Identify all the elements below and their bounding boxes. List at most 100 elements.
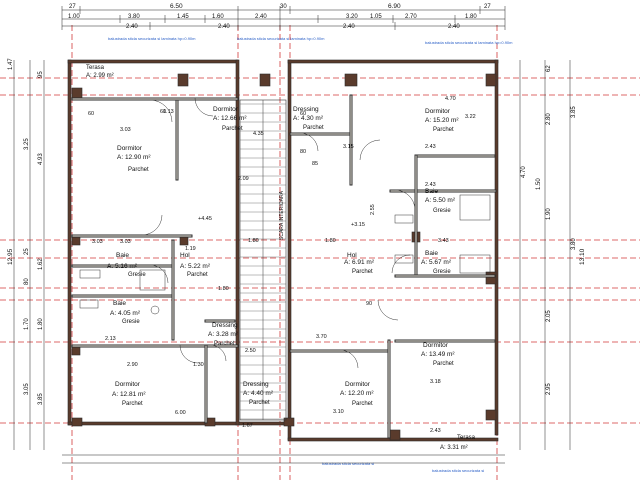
dim-right-2: 3.85 bbox=[571, 106, 577, 118]
room-name: Dormitor bbox=[425, 108, 451, 115]
inner-dim: 60 bbox=[300, 111, 306, 117]
room-area: A: 2.99 m² bbox=[86, 73, 114, 79]
dim-top-2: 6.50 bbox=[170, 3, 183, 10]
room-area: A: 5.22 m² bbox=[180, 263, 211, 270]
dim-row2-5: 2.40 bbox=[255, 14, 267, 20]
stair-label: SCARA INTERIOARA bbox=[279, 190, 285, 240]
dim-row2-3: 1.45 bbox=[177, 14, 189, 20]
room-dormitor-6: Dormitor A: 12.20 m² Parchet bbox=[340, 381, 374, 407]
inner-dim: 3.03 bbox=[92, 239, 103, 245]
room-labels: Terasa A: 2.99 m² Dormitor A: 12.66 m² P… bbox=[86, 65, 476, 451]
note-top-left: balustrada sticla securizata si laminata… bbox=[108, 36, 196, 41]
bottom-dimensions bbox=[62, 454, 505, 464]
room-name: Terasa bbox=[86, 65, 105, 71]
inner-dim: 2.43 bbox=[425, 144, 436, 150]
dim-top-3: 30 bbox=[280, 4, 287, 10]
dim-row3-4: 2.40 bbox=[448, 24, 460, 30]
inner-dim: 1.19 bbox=[185, 246, 196, 252]
inner-dim: 4.70 bbox=[445, 96, 456, 102]
room-dormitor-4: Dormitor A: 13.49 m² Parchet bbox=[421, 342, 455, 367]
dim-top-5: 27 bbox=[484, 4, 491, 10]
inner-dim: 1.80 bbox=[248, 238, 259, 244]
dim-left-1: 1.47 bbox=[8, 58, 14, 70]
dim-right-10: 2.95 bbox=[546, 383, 552, 395]
dim-left-3: 3.25 bbox=[24, 138, 30, 150]
room-area: A: 12.66 m² bbox=[213, 115, 247, 122]
room-name: Hol bbox=[180, 252, 190, 259]
room-dormitor-5: Dormitor A: 12.81 m² Parchet bbox=[112, 381, 146, 407]
note-bottom-right: balustrada sticla securizata si bbox=[432, 468, 484, 473]
room-name: Hol bbox=[347, 252, 357, 259]
room-name: Dressing bbox=[293, 106, 319, 113]
room-floor: Gresie bbox=[128, 272, 146, 278]
dim-left-7: 1.62 bbox=[38, 258, 44, 270]
room-floor: Parchet bbox=[303, 125, 324, 131]
inner-dim: +4.45 bbox=[198, 216, 212, 222]
dim-right-5: 1.50 bbox=[536, 178, 542, 190]
room-floor: Parchet bbox=[128, 167, 149, 173]
inner-dim: 3.22 bbox=[465, 114, 476, 120]
room-dressing-1: Dressing A: 4.30 m² Parchet bbox=[293, 106, 324, 131]
dim-left-5: 12.95 bbox=[7, 248, 14, 265]
room-dormitor-3: Dormitor A: 15.20 m² Parchet bbox=[425, 108, 459, 133]
doors bbox=[141, 97, 416, 369]
room-floor: Gresie bbox=[433, 269, 451, 275]
room-terasa-top: Terasa A: 2.99 m² bbox=[86, 65, 114, 79]
note-top-right: balustrada sticla securizata si laminata… bbox=[425, 40, 513, 45]
left-dimensions: 1.47 95 3.25 4.93 12.95 25 1.62 80 1.80 … bbox=[7, 58, 45, 450]
inner-dim: 3.43 bbox=[438, 238, 449, 244]
dim-right-1: 62 bbox=[546, 65, 552, 72]
inner-dim: 90 bbox=[366, 301, 372, 307]
dim-left-2: 95 bbox=[38, 71, 44, 78]
dim-left-9: 1.80 bbox=[38, 318, 44, 330]
inner-dim: 1.30 bbox=[193, 362, 204, 368]
notes: balustrada sticla securizata si laminata… bbox=[108, 36, 513, 473]
room-name: Terasa bbox=[457, 435, 476, 441]
dim-right-3: 2.80 bbox=[546, 113, 552, 125]
room-baie-3: Baie A: 5.67 m² Gresie bbox=[421, 250, 452, 275]
dim-row3-3: 2.40 bbox=[343, 24, 355, 30]
inner-dim: 1.80 bbox=[218, 286, 229, 292]
room-name: Dormitor bbox=[213, 106, 239, 113]
room-floor: Gresie bbox=[433, 208, 451, 214]
inner-dim: 3.15 bbox=[343, 144, 354, 150]
room-floor: Parchet bbox=[433, 361, 454, 367]
room-name: Dressing bbox=[212, 322, 238, 329]
note-top-mid: balustrada sticla securizata si laminata… bbox=[237, 36, 325, 41]
room-area: A: 4.30 m² bbox=[293, 115, 324, 122]
room-floor: Parchet bbox=[249, 400, 270, 406]
inner-dim: 3.70 bbox=[316, 334, 327, 340]
room-name: Baie bbox=[116, 252, 129, 259]
room-floor: Parchet bbox=[222, 126, 243, 132]
room-area: A: 5.67 m² bbox=[421, 259, 452, 266]
room-name: Dormitor bbox=[423, 342, 449, 349]
inner-dim: 6.00 bbox=[175, 410, 186, 416]
right-dimensions: 62 3.85 2.80 4.70 1.50 1.90 3.80 13.10 2… bbox=[519, 60, 586, 450]
room-hol-2: Hol A: 6.91 m² Parchet bbox=[344, 252, 375, 275]
room-name: Dormitor bbox=[117, 145, 143, 152]
room-floor: Parchet bbox=[433, 127, 454, 133]
room-dormitor-2: Dormitor A: 12.90 m² Parchet bbox=[117, 145, 151, 173]
dim-row2-8: 2.70 bbox=[405, 14, 417, 20]
dim-top-4: 6.90 bbox=[388, 3, 401, 10]
staircase: SCARA INTERIOARA bbox=[239, 99, 287, 421]
room-area: A: 3.31 m² bbox=[440, 445, 468, 451]
room-name: Baie bbox=[425, 250, 438, 257]
dim-row2-6: 3.20 bbox=[346, 14, 358, 20]
room-baie-2: Baie A: 5.16 m² Gresie bbox=[107, 252, 146, 278]
note-bottom-mid: balustrada sticla securizata si bbox=[322, 461, 374, 466]
room-dressing-2: Dressing A: 3.28 m² Parchet bbox=[208, 322, 239, 347]
room-name: Dormitor bbox=[115, 381, 141, 388]
room-name: Baie bbox=[425, 188, 438, 195]
room-floor: Gresie bbox=[122, 319, 140, 325]
room-terasa-bottom: Terasa A: 3.31 m² bbox=[440, 435, 476, 451]
top-dimensions: 27 6.50 30 6.90 27 1.00 3.80 1.45 1.60 2… bbox=[61, 3, 506, 30]
dim-left-6: 25 bbox=[24, 248, 30, 255]
room-floor: Parchet bbox=[352, 401, 373, 407]
inner-dim: 2.55 bbox=[370, 204, 376, 215]
inner-dim: 3.03 bbox=[120, 127, 131, 133]
dim-row2-2: 3.80 bbox=[128, 14, 140, 20]
dim-row3-1: 2.40 bbox=[126, 24, 138, 30]
room-area: A: 13.49 m² bbox=[421, 351, 455, 358]
